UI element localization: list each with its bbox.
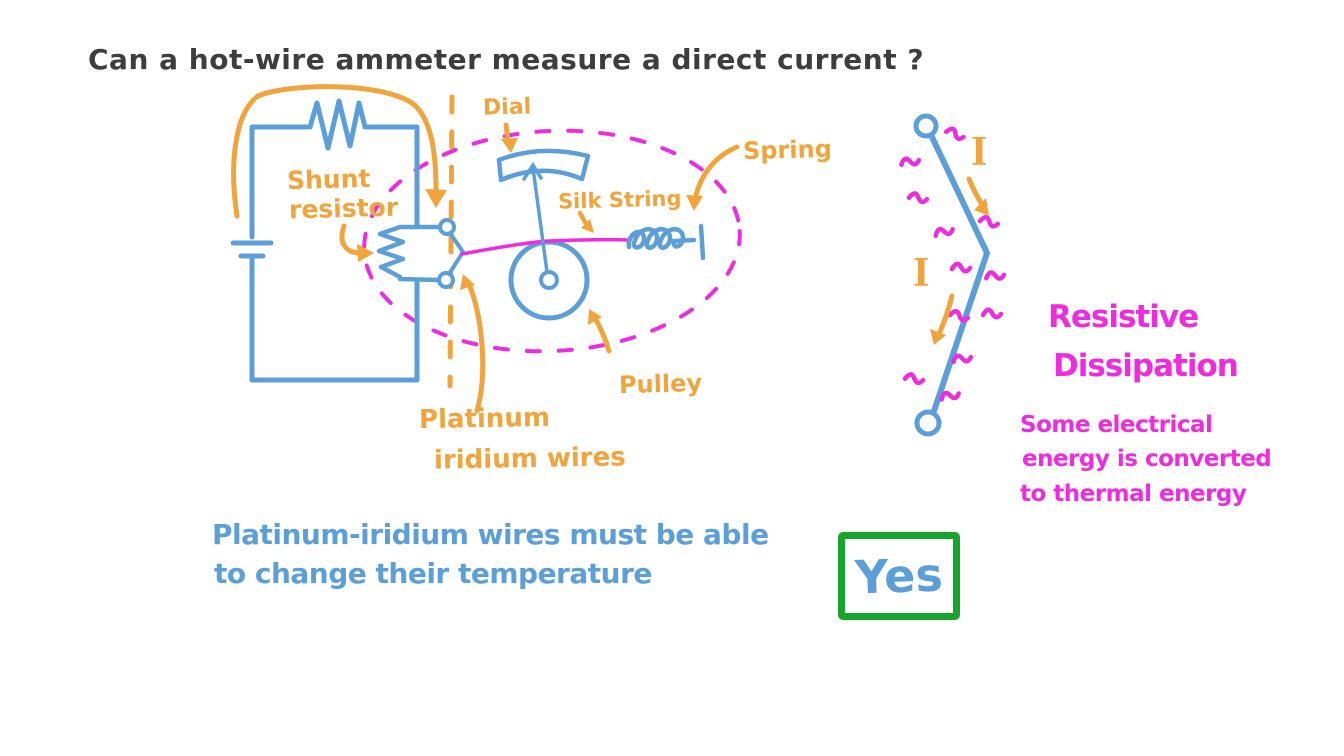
heat-squiggles bbox=[899, 126, 1007, 402]
hot-wire-right bbox=[929, 134, 990, 414]
heat-squiggle bbox=[899, 156, 922, 168]
dial-band bbox=[496, 148, 591, 183]
dial-arrowhead-icon bbox=[501, 138, 518, 153]
spring-coil bbox=[626, 223, 706, 261]
energy-note-line1: Some electrical bbox=[1020, 412, 1213, 438]
dial-label: Dial bbox=[482, 94, 532, 121]
heat-squiggle bbox=[939, 390, 961, 402]
current-symbol-bottom: I bbox=[913, 250, 930, 296]
shunt-resistor-label-line1: Shunt bbox=[286, 163, 371, 196]
heat-squiggle bbox=[933, 226, 955, 238]
shunt-arrowhead-icon bbox=[357, 244, 374, 262]
page-title: Can a hot-wire ammeter measure a direct … bbox=[88, 43, 925, 76]
ammeter-arrow bbox=[231, 84, 439, 219]
heat-squiggle bbox=[906, 191, 930, 205]
heat-squiggle bbox=[943, 126, 966, 142]
spring-arrowhead-icon bbox=[686, 195, 703, 211]
platinum-wires-label-line2: iridium wires bbox=[433, 442, 626, 476]
divider-dashed-line bbox=[447, 94, 455, 389]
heat-squiggle bbox=[949, 261, 973, 274]
platinum-wires-arrow bbox=[465, 279, 486, 414]
heat-squiggle bbox=[977, 215, 1001, 229]
annotation-arrows bbox=[231, 84, 989, 414]
needle-shaft bbox=[531, 166, 549, 274]
shunt-resistor-symbol bbox=[376, 224, 443, 283]
shunt-arrow bbox=[339, 223, 363, 256]
resistive-dissipation-line1: Resistive bbox=[1048, 299, 1199, 335]
pulley-arrowhead-icon bbox=[588, 309, 602, 325]
resistive-dissipation-line2: Dissipation bbox=[1053, 348, 1239, 384]
current-top-arrowhead-icon bbox=[974, 198, 989, 216]
pulley-hub bbox=[539, 270, 559, 290]
resistor-zigzag bbox=[307, 98, 368, 151]
answer-text: Yes bbox=[854, 547, 944, 605]
answer-box: Yes bbox=[838, 532, 960, 620]
energy-note-line3: to thermal energy bbox=[1020, 481, 1247, 507]
current-bottom-arrowhead-icon bbox=[930, 329, 946, 345]
current-top-arrow bbox=[966, 176, 986, 209]
conclusion-statement-line1: Platinum-iridium wires must be able bbox=[212, 518, 769, 551]
spring-arrow bbox=[692, 144, 740, 203]
heat-squiggle bbox=[983, 270, 1007, 281]
hot-wire-terminal-top bbox=[438, 218, 456, 236]
ammeter-arrowhead-icon bbox=[425, 189, 447, 208]
circuit-wire-top-right bbox=[362, 124, 420, 228]
hot-wire-bent bbox=[447, 231, 465, 276]
current-symbol-top: I bbox=[971, 129, 988, 175]
shunt-resistor-label-line2: resistor bbox=[288, 192, 399, 225]
spring-label: Spring bbox=[742, 134, 833, 166]
hot-wire-right-terminal-top bbox=[913, 113, 939, 139]
current-bottom-arrow bbox=[936, 293, 955, 337]
hot-wire-right-terminal-bottom bbox=[914, 409, 942, 437]
silk-string-line bbox=[460, 237, 630, 256]
dial-arrow bbox=[503, 122, 511, 144]
silk-string-arrowhead-icon bbox=[581, 219, 594, 233]
heat-squiggle bbox=[902, 372, 926, 386]
pulley-label: Pulley bbox=[618, 368, 703, 400]
circuit-wire-bottom bbox=[249, 256, 420, 383]
heat-squiggle bbox=[951, 353, 974, 365]
hot-wire-figure bbox=[913, 113, 990, 437]
heat-squiggle bbox=[980, 307, 1004, 320]
platinum-wires-arrowhead-icon bbox=[460, 274, 475, 290]
hot-wire-terminal-bottom bbox=[437, 271, 455, 289]
needle bbox=[522, 161, 559, 290]
conclusion-statement-line2: to change their temperature bbox=[214, 557, 652, 590]
circuit bbox=[230, 98, 465, 383]
mechanism-dashed-ellipse bbox=[362, 128, 742, 354]
heat-squiggle bbox=[947, 309, 971, 323]
energy-note-line2: energy is converted bbox=[1022, 446, 1272, 472]
platinum-wires-label-line1: Platinum bbox=[418, 402, 551, 436]
silk-string-label: Silk String bbox=[557, 186, 682, 214]
pulley-arrow bbox=[592, 315, 612, 354]
circuit-wire-top-left bbox=[249, 124, 313, 240]
